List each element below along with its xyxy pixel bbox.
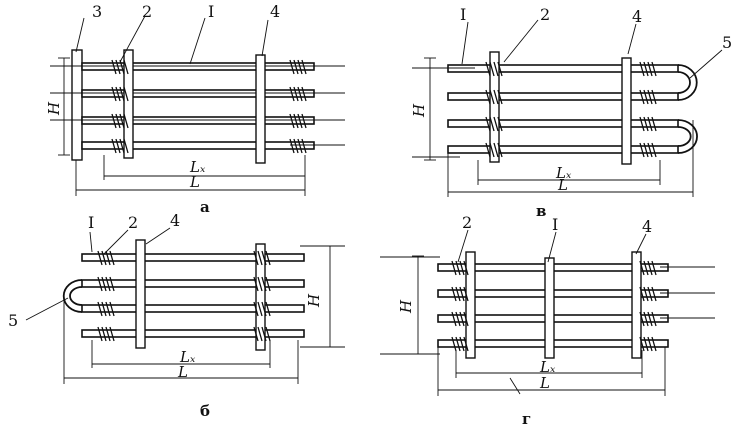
label-fin-v: 2 — [540, 5, 550, 24]
flange-plate — [71, 49, 83, 161]
label-pipe-v: I — [460, 5, 466, 24]
panel-a-fins — [111, 59, 307, 154]
label-bend-b: 5 — [8, 311, 18, 330]
label-height-g: H — [397, 299, 415, 314]
caption-b: б — [200, 402, 210, 420]
label-bend-v: 5 — [722, 33, 732, 52]
label-fin-length-a: Lₓ — [189, 158, 206, 176]
label-fin-b: 2 — [128, 213, 138, 232]
label-total-length-v: L — [557, 176, 568, 194]
label-flange-a: 3 — [92, 2, 102, 21]
label-support-g: 4 — [642, 217, 652, 236]
panel-v — [412, 19, 723, 197]
label-height-v: H — [410, 103, 428, 118]
panel-b-pipes — [81, 253, 305, 338]
label-total-length-a: L — [189, 173, 200, 191]
label-pipe-a: I — [208, 2, 214, 21]
panel-b-fins — [97, 250, 271, 342]
panel-v-pipes — [447, 64, 679, 154]
label-fin-length-g: Lₓ — [539, 358, 556, 376]
label-support-b: 4 — [170, 211, 180, 230]
label-total-length-b: L — [177, 363, 188, 381]
u-bend — [677, 64, 698, 101]
panel-a — [50, 15, 345, 196]
label-total-length-g: L — [539, 374, 550, 392]
label-pipe-b: I — [88, 213, 94, 232]
caption-g: г — [522, 410, 531, 428]
panel-v-fins — [485, 61, 657, 158]
label-pipe-g: I — [552, 215, 558, 234]
label-support-a: 4 — [270, 2, 280, 21]
caption-v: в — [536, 202, 546, 220]
u-bend — [62, 279, 83, 313]
panel-a-pipes — [81, 62, 315, 150]
panel-b — [25, 227, 345, 384]
caption-a: а — [200, 198, 210, 216]
label-fin-length-v: Lₓ — [555, 164, 572, 182]
label-height-b: H — [305, 293, 323, 308]
label-height-a: H — [45, 101, 63, 116]
label-fin-g: 2 — [462, 213, 472, 232]
label-support-v: 4 — [632, 7, 642, 26]
label-fin-length-b: Lₓ — [179, 348, 196, 366]
panel-g-fins — [451, 260, 657, 352]
panel-g — [380, 229, 715, 396]
label-fin-a: 2 — [142, 2, 152, 21]
